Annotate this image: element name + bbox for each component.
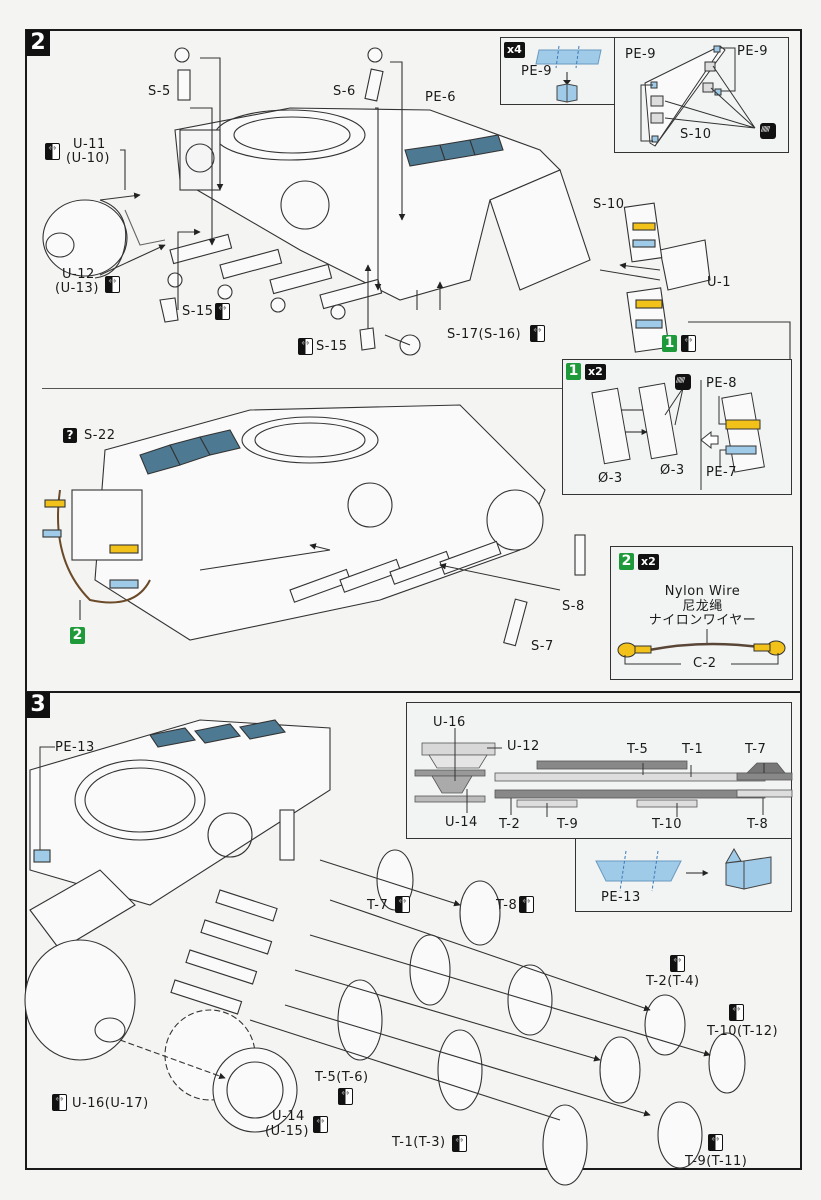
part-label-t1: T-1: [682, 742, 704, 757]
flip-side-icon: [313, 1116, 328, 1133]
part-label-t10: T-10(T-12): [707, 1024, 779, 1039]
part-label-s6: S-6: [333, 84, 356, 99]
pe9-placement-diagram: [640, 45, 756, 147]
wheel-cross-section-diagram: [414, 728, 793, 817]
track-link-diagram: [591, 380, 765, 490]
flip-side-icon: [215, 303, 230, 320]
part-label-t2: T-2(T-4): [646, 974, 700, 989]
part-label-pe9-left: PE-9: [625, 47, 657, 62]
part-label-t7: T-7: [367, 898, 389, 913]
flip-side-icon: [708, 1134, 723, 1151]
cement-icon: [760, 123, 776, 139]
part-label-c2: C-2: [693, 656, 717, 671]
inset-pe9-fold: x4 PE-9: [500, 37, 635, 105]
flip-side-icon: [729, 1004, 744, 1021]
nylon-wire-diagram: [617, 629, 786, 665]
wire-label-ja: ナイロンワイヤー: [648, 613, 757, 628]
part-label-s10: S-10: [593, 197, 625, 212]
flip-side-icon: [52, 1094, 67, 1111]
flip-side-icon: [395, 896, 410, 913]
step-2-divider: [42, 388, 562, 389]
flip-side-icon: [45, 143, 60, 160]
part-label-u13: (U-13): [55, 281, 99, 296]
inset-sub-step-2: 2 x2 Nylon Wire 尼龙绳 ナイロンワイヤー C-2: [610, 546, 793, 680]
part-label-t5: T-5: [627, 742, 649, 757]
part-label-u16: U-16: [433, 715, 466, 730]
part-label-pe7: PE-7: [706, 465, 738, 480]
part-label-pe9-right: PE-9: [737, 44, 769, 59]
flip-side-icon: [105, 276, 120, 293]
flip-side-icon: [338, 1088, 353, 1105]
step-2-number: 2: [26, 30, 50, 56]
part-label-s15: S-15: [182, 304, 214, 319]
pe13-fold-diagram: [595, 848, 772, 892]
part-label-pe8: PE-8: [706, 376, 738, 391]
part-label-o3-left: Ø-3: [598, 471, 623, 486]
inset-pe13-fold: PE-13: [575, 838, 792, 912]
part-label-o3-right: Ø-3: [660, 463, 685, 478]
sub-step-1-ref-badge: 1: [662, 335, 677, 352]
sub-step-2-ref-badge: 2: [70, 627, 85, 644]
inset-pe9-placement: PE-9 PE-9 S-10: [614, 37, 789, 153]
part-label-t1: T-1(T-3): [392, 1135, 446, 1150]
inset-sub-step-1: 1 x2 Ø-3 Ø-3 PE-8 PE-7: [562, 359, 792, 495]
flip-side-icon: [530, 325, 545, 342]
part-label-t8: T-8: [747, 817, 769, 832]
inset-wheel-cross-section: U-16 U-12 U-14 T-5 T-1 T-7 T-2 T-9 T-10 …: [406, 702, 793, 839]
part-label-t2: T-2: [499, 817, 521, 832]
part-label-pe6: PE-6: [425, 90, 457, 105]
flip-side-icon: [298, 338, 313, 355]
wire-label-en: Nylon Wire: [664, 584, 741, 599]
wire-label-zh: 尼龙绳: [682, 599, 723, 614]
quantity-badge: x2: [638, 554, 659, 570]
optional-part-icon: ?: [63, 428, 77, 443]
flip-side-icon: [452, 1135, 467, 1152]
part-label-s7: S-7: [531, 639, 554, 654]
sub-step-1-badge: 1: [566, 363, 581, 380]
part-label-pe9: PE-9: [521, 64, 553, 79]
part-label-u10: (U-10): [66, 151, 110, 166]
part-label-t5: T-5(T-6): [315, 1070, 369, 1085]
part-label-t7: T-7: [745, 742, 767, 757]
part-label-s10: S-10: [680, 127, 712, 142]
part-label-u12: U-12: [62, 267, 95, 282]
flip-side-icon: [670, 955, 685, 972]
part-label-u11: U-11: [73, 137, 106, 152]
part-label-s8: S-8: [562, 599, 585, 614]
flip-side-icon: [519, 896, 534, 913]
sub-step-2-badge: 2: [619, 553, 634, 570]
part-label-u16: U-16(U-17): [72, 1096, 149, 1111]
part-label-pe13: PE-13: [601, 890, 641, 905]
part-label-t8: T-8: [496, 898, 518, 913]
part-label-s22: S-22: [84, 428, 116, 443]
pe9-fold-diagram: [535, 45, 602, 103]
part-label-u1: U-1: [707, 275, 731, 290]
part-label-u14: U-14: [445, 815, 478, 830]
part-label-pe13: PE-13: [55, 740, 95, 755]
cement-icon: [675, 374, 691, 390]
part-label-s15: S-15: [316, 339, 348, 354]
quantity-badge: x2: [585, 364, 606, 380]
part-label-u14: U-14: [272, 1109, 305, 1124]
part-label-u12: U-12: [507, 739, 540, 754]
flip-side-icon: [681, 335, 696, 352]
part-label-u15: (U-15): [265, 1124, 309, 1139]
part-label-s5: S-5: [148, 84, 171, 99]
quantity-badge: x4: [504, 42, 525, 58]
step-3-frame: [25, 691, 802, 1170]
pe13-leader: [39, 746, 55, 850]
step-3-number: 3: [26, 692, 50, 718]
part-label-t9: T-9: [557, 817, 579, 832]
part-label-t9: T-9(T-11): [685, 1154, 748, 1169]
part-label-t10: T-10: [652, 817, 682, 832]
part-label-s17: S-17(S-16): [447, 327, 522, 342]
